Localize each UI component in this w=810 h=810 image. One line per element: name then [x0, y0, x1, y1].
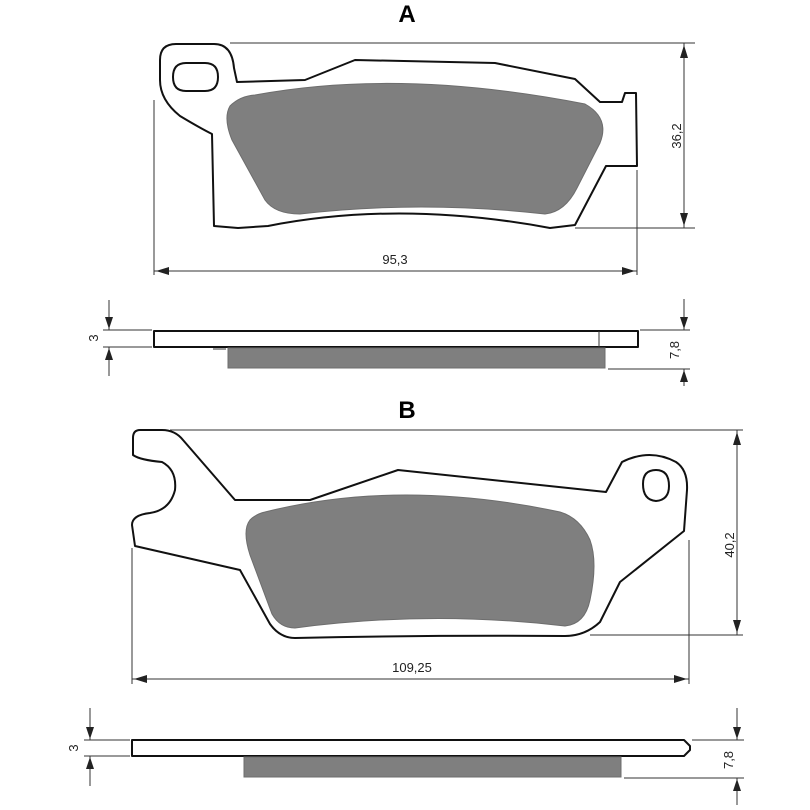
section-a-total-label: 7,8: [667, 341, 682, 359]
section-b-side-friction: [243, 756, 622, 778]
section-b-mounting-hole: [642, 469, 670, 502]
section-a-side-friction: [227, 347, 606, 369]
section-a-side-backing: [153, 330, 639, 348]
section-b-title: B: [398, 397, 415, 424]
section-b-height-label: 40,2: [722, 532, 737, 557]
section-b-width-arrow-right: [674, 675, 687, 683]
section-b-height-arrow-top: [733, 432, 741, 445]
section-a-thickness-arrow-top: [105, 317, 113, 329]
section-b-side-backing: [131, 739, 691, 757]
section-a-title: A: [398, 1, 415, 28]
section-a-total-arrow-bottom: [680, 370, 688, 382]
section-b-width-label: 109,25: [392, 660, 432, 675]
section-a-friction-pad: [226, 82, 604, 215]
section-a-height-arrow-bottom: [680, 213, 688, 226]
section-a-mounting-hole: [172, 62, 219, 92]
section-b-friction-pad: [245, 494, 595, 629]
section-b-width-arrow-left: [134, 675, 147, 683]
section-b-total-arrow-bottom: [733, 779, 741, 791]
section-a-width-arrow-left: [156, 267, 169, 275]
section-a-height-arrow-top: [680, 45, 688, 58]
section-b-thickness-arrow-top: [86, 727, 94, 739]
section-a-width-label: 95,3: [382, 252, 407, 267]
section-a-width-arrow-right: [622, 267, 635, 275]
section-a-height-label: 36,2: [669, 123, 684, 148]
section-b-thickness-label: 3: [66, 744, 81, 751]
section-a-thickness-label: 3: [86, 334, 101, 341]
section-b-thickness-arrow-bottom: [86, 757, 94, 769]
section-a-total-arrow-top: [680, 317, 688, 329]
section-b-total-label: 7,8: [721, 751, 736, 769]
section-b-total-arrow-top: [733, 727, 741, 739]
section-b-height-arrow-bottom: [733, 620, 741, 633]
section-a-thickness-arrow-bottom: [105, 348, 113, 360]
